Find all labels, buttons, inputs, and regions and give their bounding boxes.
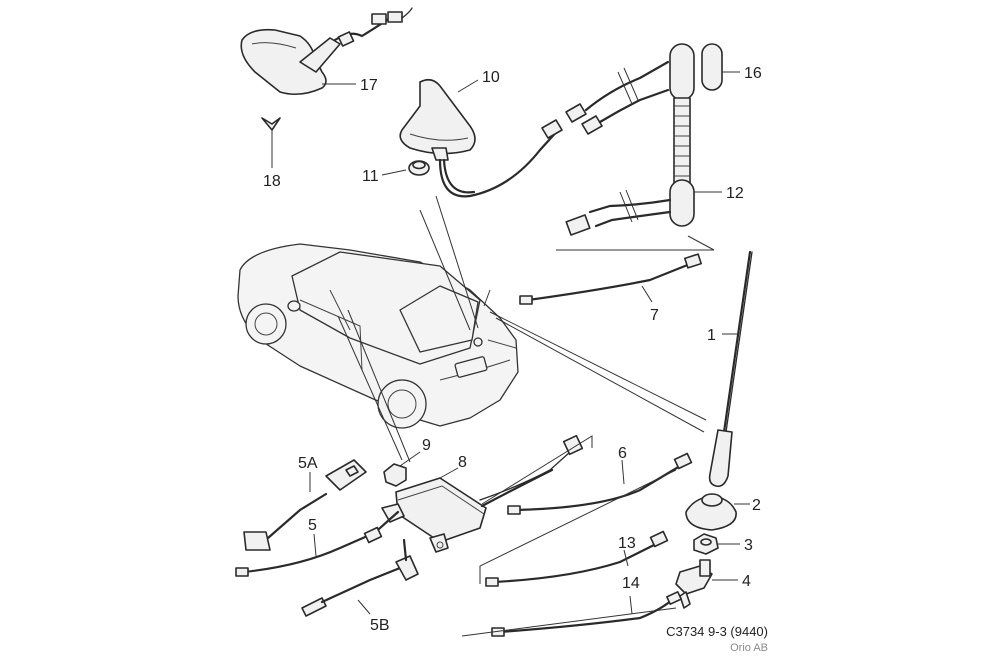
leader-car-roof-1 [419,209,471,331]
part-17-mirror-antenna [240,7,413,96]
part-2-base [685,493,737,531]
callout-11: 11 [362,168,407,185]
callout-label: 7 [650,307,659,324]
part-8-bracket-line [481,435,593,505]
leader-car-rear-1 [489,311,707,421]
diagram-code: C3734 9-3 (9440) [666,624,768,639]
callout-6: 6 [618,445,627,485]
callout-2: 2 [734,497,761,514]
part-3-nut [693,533,719,555]
leader-car-roof-2 [435,195,479,329]
callout-12: 12 [694,185,744,202]
callout-label: 13 [618,535,636,552]
company-name: Orio AB [730,642,768,654]
leader-car-antenna [483,289,491,307]
part-4-connector [675,559,713,609]
part-12-bracket-line [556,235,715,251]
part-5b-cable [301,538,419,617]
part-12-antenna-strip [565,43,695,236]
callout-label: 5A [298,455,318,472]
callout-label: 9 [422,437,431,454]
callout-label: 10 [482,69,500,86]
callout-1: 1 [707,327,738,344]
callout-4: 4 [712,573,751,590]
callout-label: 4 [742,573,751,590]
part-13-bracket-line [479,469,677,584]
callout-5: 5 [308,517,317,557]
leader-car-module-1 [337,315,403,461]
part-7-cable [519,253,703,305]
callout-5a: 5A [298,455,318,492]
part-10-fin-antenna [399,60,670,198]
callout-label: 17 [360,77,378,94]
part-18-clip [261,117,281,131]
callout-9: 9 [399,437,431,467]
callout-label: 11 [362,168,379,185]
callout-label: 5B [370,617,390,634]
callout-label: 2 [752,497,761,514]
callout-7: 7 [641,285,659,324]
part-16-cover [701,43,723,91]
part-14-bracket-line [461,607,677,637]
callout-label: 12 [726,185,744,202]
callout-label: 18 [263,173,281,190]
callout-14: 14 [622,575,640,615]
callout-18: 18 [263,130,281,190]
part-11-nut [408,160,430,176]
callout-10: 10 [457,69,500,93]
part-14-cable [491,591,682,637]
car-illustration [237,243,519,429]
leader-car-module-2 [347,309,411,463]
callout-16: 16 [722,65,762,82]
part-5a-connector [325,459,367,491]
part-6-cable [507,452,693,515]
callout-label: 8 [458,454,467,471]
part-13-cable [485,530,669,587]
part-8-amplifier [370,434,584,553]
callout-label: 16 [744,65,762,82]
callout-label: 14 [622,575,640,592]
callout-17: 17 [322,77,378,94]
callout-5b: 5B [357,599,390,634]
callout-label: 3 [744,537,753,554]
callout-label: 5 [308,517,317,534]
part-9-nut [383,463,407,487]
callout-3: 3 [718,537,753,554]
callout-label: 1 [707,327,716,344]
callout-label: 6 [618,445,627,462]
callout-13: 13 [618,535,636,567]
leader-car-rear-2 [495,317,705,433]
part-5-cable [235,492,383,577]
callout-8: 8 [439,454,467,479]
part-1-mast [708,250,753,488]
